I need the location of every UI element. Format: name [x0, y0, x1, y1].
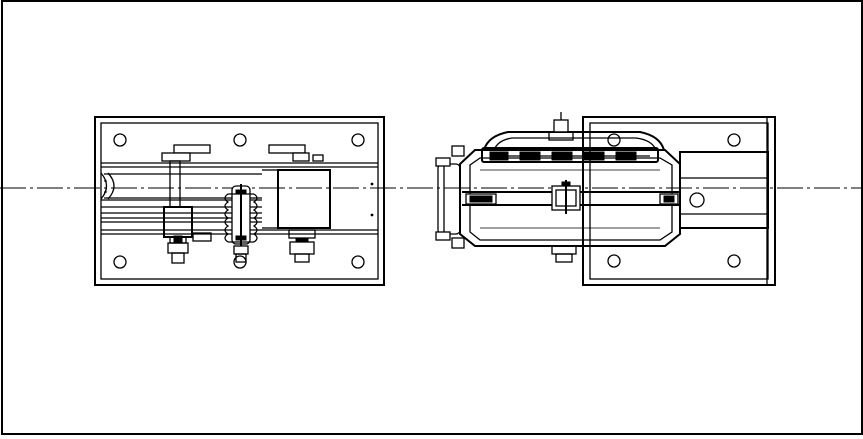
bolt-hole	[113, 255, 127, 269]
bolt-hole	[351, 133, 365, 147]
gear-motor-body	[435, 112, 681, 263]
coupling-assembly	[100, 144, 331, 264]
bolt-hole	[233, 133, 247, 147]
bolt-hole	[607, 133, 621, 147]
sprocket	[224, 184, 258, 263]
bolt-hole	[727, 254, 741, 268]
bolt-hole	[727, 133, 741, 147]
bolt-hole	[351, 255, 365, 269]
bolt-hole	[113, 133, 127, 147]
bolt-hole	[607, 254, 621, 268]
